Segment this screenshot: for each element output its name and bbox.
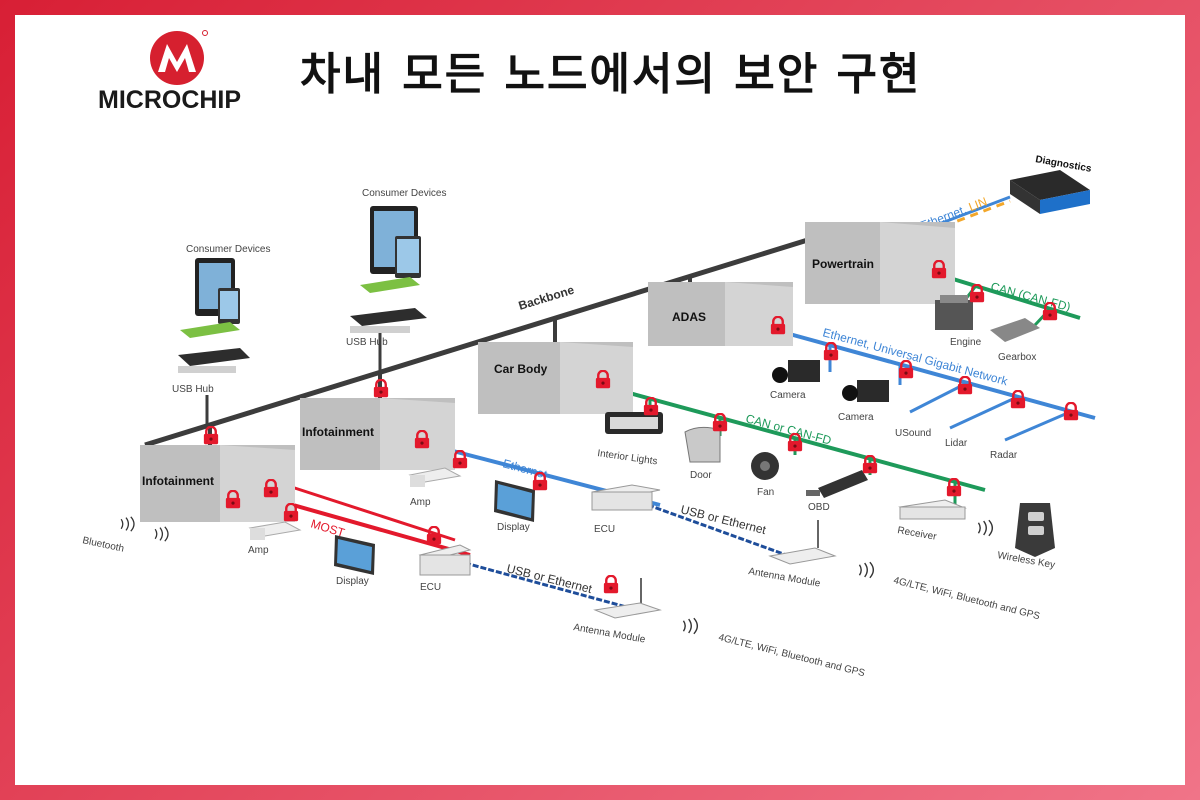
antenna-module-1 bbox=[593, 578, 662, 619]
fan bbox=[751, 452, 779, 480]
lock-icon bbox=[1010, 390, 1026, 409]
consumer-devices-2 bbox=[360, 206, 421, 293]
amp-1 bbox=[248, 521, 302, 540]
infotainment-label-2: Infotainment bbox=[302, 425, 374, 439]
microchip-logo bbox=[150, 30, 208, 85]
adas-node[interactable]: ADAS bbox=[648, 282, 793, 346]
diagnostics-label: Diagnostics bbox=[1034, 154, 1092, 175]
antenna-module-2 bbox=[768, 520, 837, 565]
radar-label: Radar bbox=[990, 450, 1018, 461]
usb-eth-label-1: USB or Ethernet bbox=[505, 561, 594, 596]
antenna-label-1: Antenna Module bbox=[572, 622, 646, 646]
door bbox=[684, 426, 721, 463]
camera-2 bbox=[842, 380, 889, 402]
interior-lights-label: Interior Lights bbox=[597, 448, 659, 467]
door-label: Door bbox=[690, 470, 712, 481]
brand-name: MICROCHIP bbox=[98, 86, 242, 114]
usound-label: USound bbox=[895, 428, 931, 439]
amp-2 bbox=[408, 467, 462, 487]
infotainment-node-1[interactable]: Infotainment bbox=[140, 445, 295, 522]
ethernet-ugn-bus bbox=[774, 328, 1096, 442]
antenna-label-2: Antenna Module bbox=[747, 566, 821, 590]
consumer-devices-label-1: Consumer Devices bbox=[186, 244, 270, 255]
ethernet-ugn-label: Ethernet, Universal Gigabit Network bbox=[821, 325, 1010, 388]
usb-hub-1 bbox=[178, 348, 250, 373]
ethernet-label: Ethernet bbox=[501, 456, 549, 481]
usb-hub-2 bbox=[350, 308, 427, 333]
wireless-key-label: Wireless Key bbox=[996, 550, 1055, 571]
interior-lights bbox=[605, 412, 663, 434]
wireless-waves-icon-2 bbox=[858, 561, 875, 579]
lock-icon bbox=[1063, 402, 1079, 421]
wireless-waves-icon-1 bbox=[682, 617, 699, 635]
amp-label-1: Amp bbox=[248, 545, 269, 556]
powertrain-label: Powertrain bbox=[812, 257, 874, 271]
lock-icon bbox=[898, 360, 914, 379]
engine-label: Engine bbox=[950, 337, 982, 348]
car-body-node[interactable]: Car Body bbox=[478, 342, 633, 414]
usb-eth-bus-1 bbox=[464, 561, 631, 610]
car-body-label: Car Body bbox=[494, 362, 548, 376]
gearbox-label: Gearbox bbox=[998, 352, 1036, 363]
adas-label: ADAS bbox=[672, 310, 706, 324]
wireless-label-1: 4G/LTE, WiFi, Bluetooth and GPS bbox=[717, 632, 866, 679]
display-1 bbox=[334, 535, 375, 575]
gearbox bbox=[990, 318, 1040, 342]
lock-icon bbox=[426, 526, 442, 545]
wireless-key bbox=[1015, 503, 1055, 557]
bluetooth-waves-icon bbox=[120, 515, 135, 533]
lidar-label: Lidar bbox=[945, 438, 968, 449]
obd-label: OBD bbox=[808, 502, 830, 513]
display-label-2: Display bbox=[497, 522, 530, 533]
camera-1 bbox=[772, 360, 820, 383]
consumer-devices-1 bbox=[180, 258, 240, 338]
wireless-label-2: 4G/LTE, WiFi, Bluetooth and GPS bbox=[892, 575, 1041, 622]
infotainment-label-1: Infotainment bbox=[142, 474, 214, 488]
usb-hub-label-1: USB Hub bbox=[172, 384, 214, 395]
infotainment-node-2[interactable]: Infotainment bbox=[300, 398, 455, 470]
receiver bbox=[898, 499, 967, 520]
display-label-1: Display bbox=[336, 576, 369, 587]
camera-label-1: Camera bbox=[770, 390, 806, 401]
fan-label: Fan bbox=[757, 487, 774, 498]
page-title: 차내 모든 노드에서의 보안 구현 bbox=[300, 49, 922, 100]
key-waves-icon bbox=[977, 519, 994, 537]
obd bbox=[806, 470, 868, 498]
ecu-label-1: ECU bbox=[420, 582, 441, 593]
ecu-1 bbox=[418, 544, 472, 576]
backbone-label: Backbone bbox=[517, 283, 576, 313]
bluetooth-label: Bluetooth bbox=[81, 535, 125, 555]
diagnostics-device bbox=[1010, 170, 1090, 214]
usb-hub-label-2: USB Hub bbox=[346, 337, 388, 348]
powertrain-node[interactable]: Powertrain bbox=[805, 222, 955, 304]
amp-label-2: Amp bbox=[410, 497, 431, 508]
lock-icon bbox=[957, 376, 973, 395]
consumer-devices-label-2: Consumer Devices bbox=[362, 188, 446, 199]
lock-icon bbox=[603, 575, 619, 594]
camera-label-2: Camera bbox=[838, 412, 874, 423]
receiver-label: Receiver bbox=[896, 525, 937, 543]
ecu-2 bbox=[591, 484, 661, 511]
ecu-label-2: ECU bbox=[594, 524, 615, 535]
bluetooth-waves-icon-2 bbox=[154, 525, 169, 543]
engine bbox=[935, 295, 973, 330]
usb-eth-bus-2 bbox=[647, 503, 801, 562]
can-fd-label: CAN (CAN-FD) bbox=[989, 279, 1072, 314]
display-2 bbox=[494, 480, 535, 522]
